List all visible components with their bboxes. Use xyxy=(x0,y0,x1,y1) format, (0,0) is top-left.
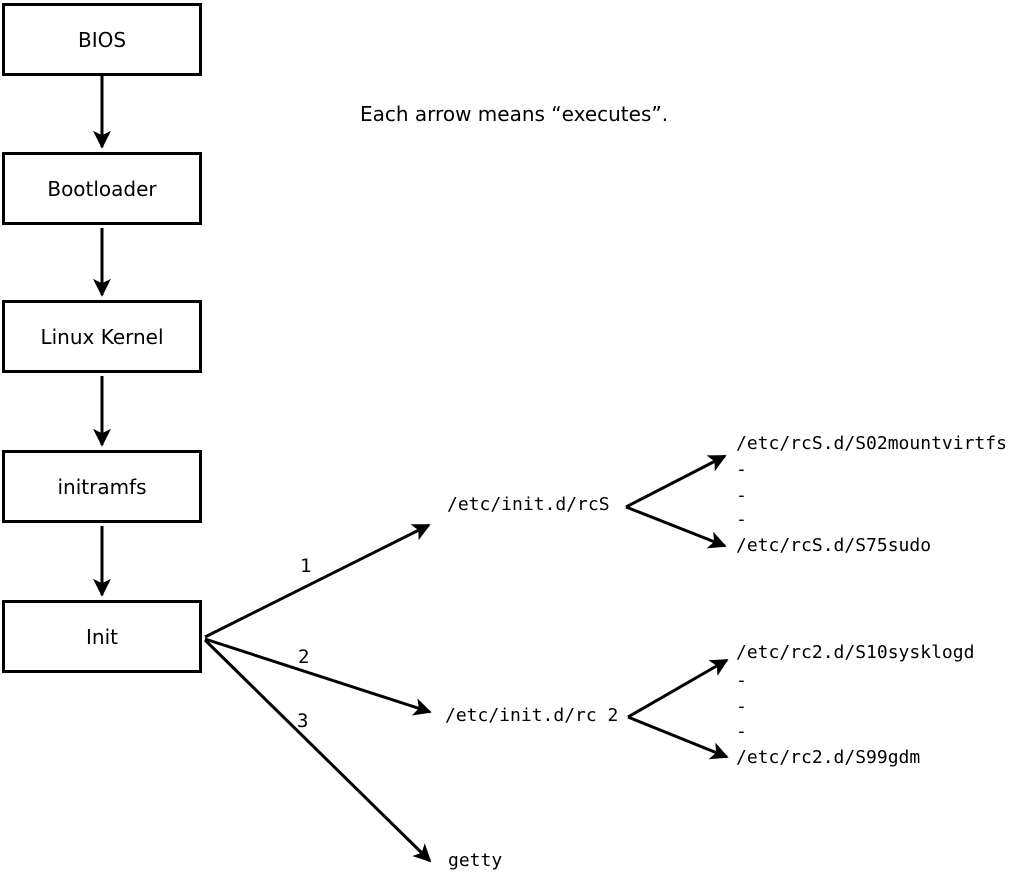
arrow-rc2-to-s10 xyxy=(627,658,729,719)
node-initramfs-label: initramfs xyxy=(57,474,147,499)
node-init: Init xyxy=(2,600,202,673)
node-linux-kernel-label: Linux Kernel xyxy=(40,324,164,349)
arrow-rcS-to-s02 xyxy=(625,454,727,509)
rc2-script-s10sysklogd: /etc/rc2.d/S10sysklogd xyxy=(736,642,975,663)
arrow-init-to-getty xyxy=(203,638,432,863)
edge-label-3: 3 xyxy=(297,710,309,732)
node-initramfs: initramfs xyxy=(2,450,202,523)
rcS-script-s75sudo: /etc/rcS.d/S75sudo xyxy=(736,535,932,556)
arrow-init-to-rcS xyxy=(204,523,431,639)
rc2-script-ellipsis-1: - xyxy=(736,670,747,691)
rcS-script-ellipsis-1: - xyxy=(736,459,747,480)
rc2-script-ellipsis-2: - xyxy=(736,696,747,717)
target-getty: getty xyxy=(448,850,503,871)
rc2-script-s99gdm: /etc/rc2.d/S99gdm xyxy=(736,747,921,768)
rcS-script-s02mountvirtfs: /etc/rcS.d/S02mountvirtfs xyxy=(736,433,1007,454)
edge-label-1: 1 xyxy=(300,555,312,577)
node-bootloader-label: Bootloader xyxy=(47,176,157,201)
target-rc2: /etc/init.d/rc 2 xyxy=(445,705,619,726)
node-bootloader: Bootloader xyxy=(2,152,202,225)
rcS-script-ellipsis-2: - xyxy=(736,485,747,506)
arrow-init-to-rc2 xyxy=(204,637,432,716)
node-init-label: Init xyxy=(86,624,118,649)
rc2-script-ellipsis-3: - xyxy=(736,721,747,742)
node-bios-label: BIOS xyxy=(77,27,127,52)
rcS-script-ellipsis-3: - xyxy=(736,509,747,530)
edge-label-2: 2 xyxy=(298,646,310,668)
node-linux-kernel: Linux Kernel xyxy=(2,300,202,373)
target-rcS: /etc/init.d/rcS xyxy=(447,494,610,515)
node-bios: BIOS xyxy=(2,3,202,76)
arrow-rcS-to-s75 xyxy=(625,505,727,549)
legend-note: Each arrow means “executes”. xyxy=(360,102,669,126)
arrow-rc2-to-s99 xyxy=(627,715,729,760)
